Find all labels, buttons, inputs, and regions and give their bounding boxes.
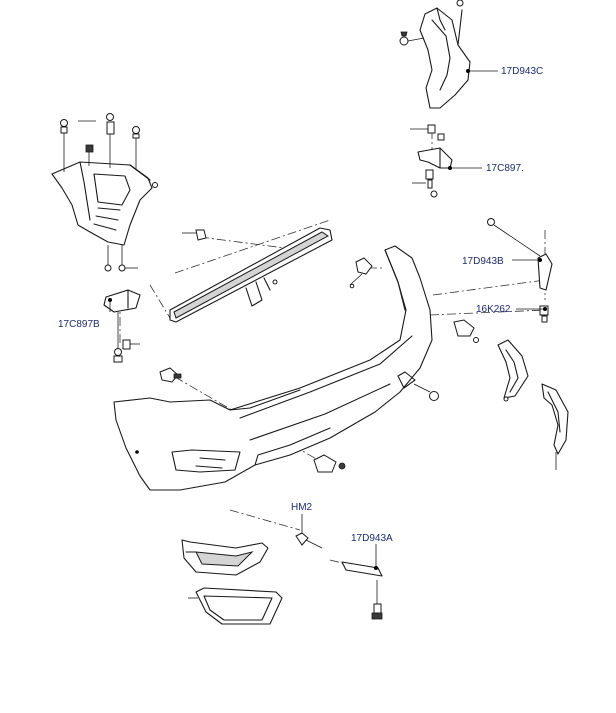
lower-center-bracket: HM2 17D943A bbox=[291, 502, 393, 620]
bolt-icon bbox=[410, 124, 436, 134]
left-mounting-bracket bbox=[51, 113, 158, 272]
label-17c897: 17C897. bbox=[486, 163, 524, 174]
push-clip-icon bbox=[104, 245, 112, 272]
label-17d943a: 17D943A bbox=[351, 533, 393, 544]
label-16k262: 16K262 bbox=[476, 304, 511, 315]
grille-insert bbox=[188, 587, 283, 625]
push-clip-icon bbox=[430, 190, 438, 198]
bolt-icon bbox=[106, 113, 115, 168]
right-side-bracket: 17D943B 16K262 bbox=[462, 218, 553, 323]
bolt-icon bbox=[60, 119, 68, 172]
small-bracket-right: 17C897. bbox=[412, 147, 524, 198]
bolt-icon bbox=[122, 339, 140, 350]
bolt-icon bbox=[412, 169, 434, 189]
label-17d943b: 17D943B bbox=[462, 256, 504, 267]
rear-bumper-cover bbox=[113, 245, 479, 491]
screw-icon bbox=[295, 532, 323, 549]
screw-icon bbox=[453, 319, 479, 343]
fog-lamp-bezel bbox=[181, 539, 269, 576]
right-reflector-trim bbox=[497, 339, 529, 402]
push-clip-icon bbox=[182, 229, 207, 241]
upper-right-bracket: 17D943C bbox=[399, 0, 543, 141]
bolt-icon bbox=[371, 603, 383, 620]
push-clip-icon bbox=[113, 348, 123, 363]
label-17d943c: 17D943C bbox=[501, 66, 543, 77]
push-clip-icon bbox=[349, 257, 373, 289]
push-clip-icon bbox=[399, 31, 409, 46]
label-17c897b: 17C897B bbox=[58, 319, 100, 330]
bumper-trim-strip bbox=[169, 227, 333, 323]
lower-left-bracket: 17C897B bbox=[58, 289, 141, 363]
bolt-icon bbox=[132, 126, 140, 170]
label-hm2: HM2 bbox=[291, 502, 313, 513]
bolt-icon bbox=[487, 218, 541, 257]
push-clip-icon bbox=[159, 367, 182, 383]
alignment-lines bbox=[119, 130, 546, 573]
bolt-icon bbox=[437, 133, 445, 141]
push-clip-icon bbox=[118, 245, 138, 272]
right-corner-molding bbox=[541, 383, 569, 470]
push-clip-icon bbox=[85, 144, 94, 166]
screw-icon bbox=[313, 454, 346, 473]
